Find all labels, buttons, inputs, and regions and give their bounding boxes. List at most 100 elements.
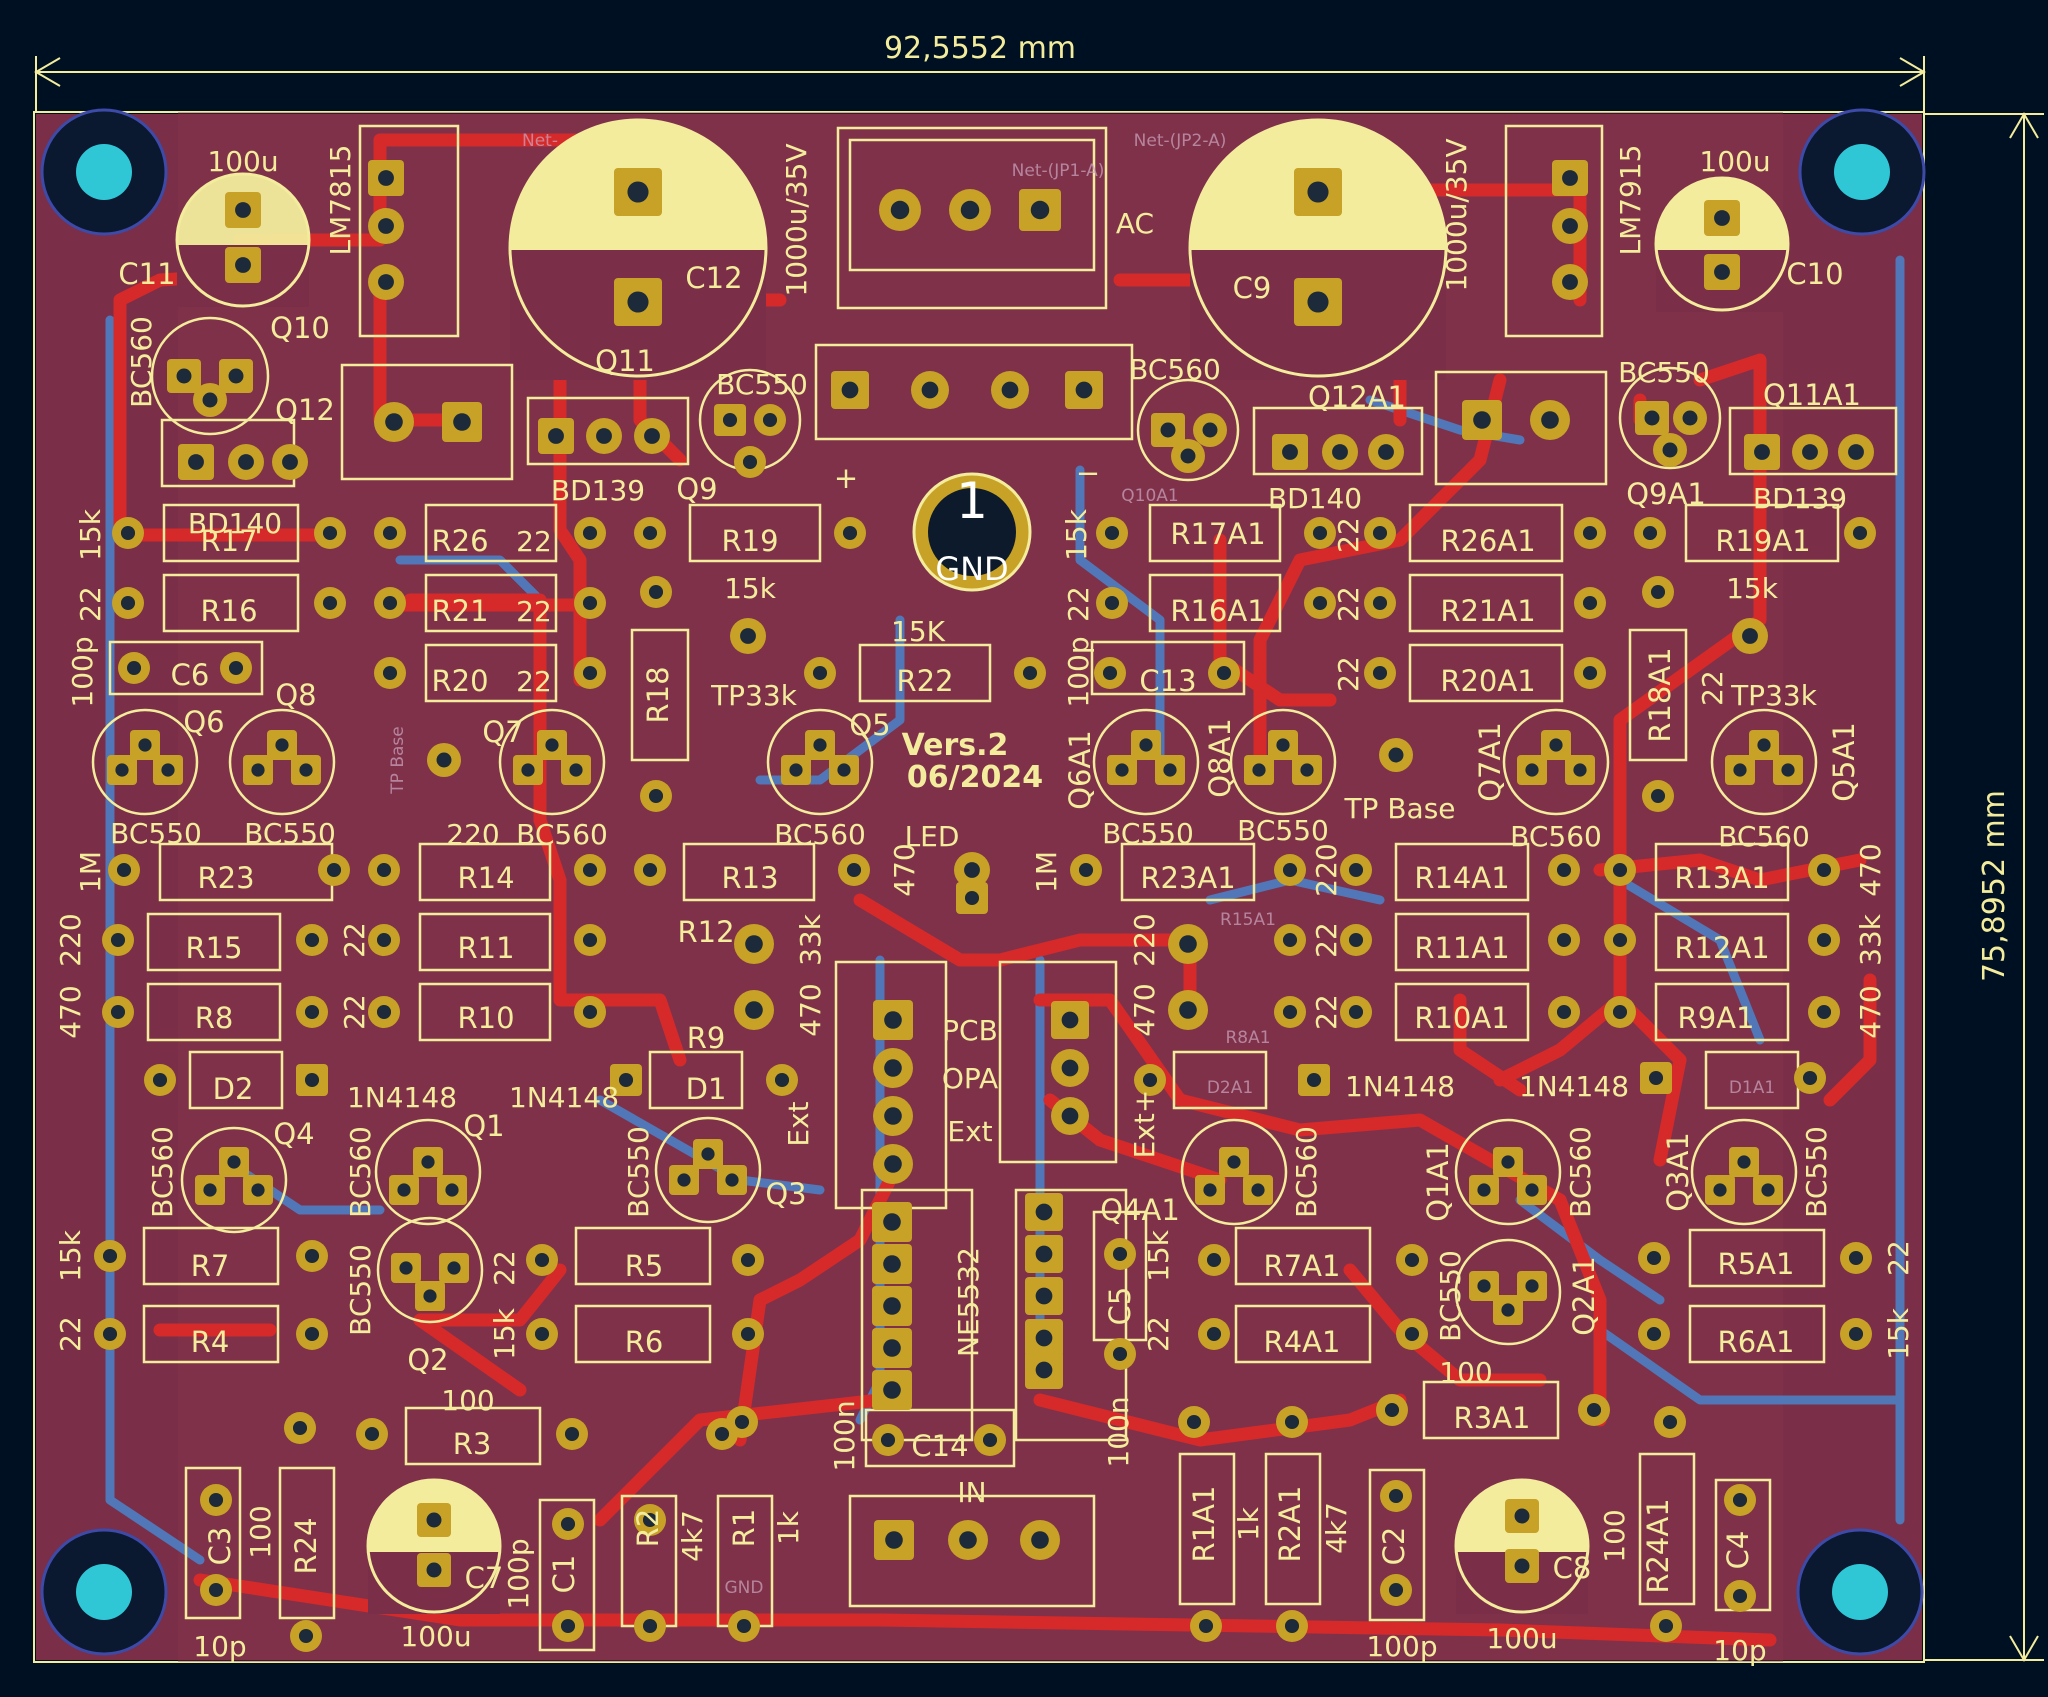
drill-hole [1650, 788, 1666, 804]
silk-label-c1: C1 [547, 1555, 581, 1594]
drill-hole [1473, 411, 1491, 429]
drill-hole [745, 935, 763, 953]
drill-hole [1525, 1183, 1539, 1197]
silk-label-r23: R23 [197, 861, 254, 895]
silk-label-r4: R4 [191, 1325, 230, 1359]
component-pads [94, 160, 1876, 1652]
silk-label-bc560-q5a1: BC560 [1718, 820, 1810, 853]
drill-hole [1556, 932, 1572, 948]
drill-hole [1388, 1488, 1404, 1504]
silk-label-c6: C6 [171, 658, 210, 692]
silk-label-v22-a: 22 [74, 586, 107, 622]
width-dimension-label: 92,5552 mm [884, 31, 1076, 66]
silk-label-r12a1: R12A1 [1674, 931, 1769, 965]
drill-hole [102, 1248, 118, 1264]
silk-label-q4a1: Q4A1 [1100, 1193, 1180, 1227]
drill-hole [1300, 763, 1314, 777]
drill-hole [152, 1072, 168, 1088]
drill-hole [842, 525, 858, 541]
drill-hole [376, 932, 392, 948]
silk-label-r11a1: R11A1 [1414, 931, 1509, 965]
silk-label-v4k7-a: 4k7 [676, 1510, 709, 1562]
silk-label-r13a1: R13A1 [1674, 861, 1769, 895]
silk-label-r18: R18 [641, 666, 675, 723]
drill-hole [1035, 1329, 1053, 1347]
drill-hole [1541, 411, 1559, 429]
silk-label-v15k-a: 15k [74, 508, 107, 561]
silk-label-minus: − [1076, 456, 1100, 490]
height-dimension-label: 75,8952 mm [1977, 790, 2012, 982]
mount-hole-tr [1798, 108, 1926, 236]
silk-label-v220-a: 220 [446, 818, 499, 851]
drill-hole [304, 1326, 320, 1342]
drill-hole [883, 1381, 901, 1399]
silk-label-d1a1: D1A1 [1729, 1078, 1775, 1098]
silk-label-bc560-q1a1: BC560 [1564, 1126, 1597, 1218]
silk-label-q7: Q7 [482, 715, 523, 749]
drill-hole [1179, 935, 1197, 953]
silk-label-r14a1: R14A1 [1414, 861, 1509, 895]
drill-hole [161, 763, 175, 777]
drill-hole [426, 1512, 442, 1528]
drill-hole [884, 1059, 902, 1077]
silk-label-r11: R11 [457, 931, 514, 965]
drill-hole [1501, 1155, 1515, 1169]
drill-hole [1642, 525, 1658, 541]
drill-hole [648, 788, 664, 804]
drill-hole [1312, 595, 1328, 611]
drill-hole [235, 257, 251, 273]
mount-hole-tl [40, 108, 168, 236]
drill-hole [1332, 444, 1348, 460]
drill-hole [1644, 410, 1660, 426]
silk-label-v22-d: 22 [516, 665, 552, 698]
drill-hole [1104, 595, 1120, 611]
drill-hole [385, 413, 403, 431]
silk-label-q4: Q4 [273, 1117, 314, 1151]
drill-hole [812, 665, 828, 681]
silk-label-v15k-e: 15k [54, 1229, 87, 1282]
silk-label-ac: AC [1116, 207, 1154, 240]
silk-label-r14: R14 [457, 861, 514, 895]
silk-label-ne5532: NE5532 [952, 1247, 985, 1357]
silk-label-q7a1: Q7A1 [1473, 722, 1507, 802]
drill-hole [1035, 1203, 1053, 1221]
drill-hole [582, 665, 598, 681]
silk-label-c11: C11 [118, 257, 175, 291]
drill-hole [1348, 862, 1364, 878]
silk-label-q5: Q5 [849, 708, 890, 742]
drill-hole [304, 1004, 320, 1020]
drill-hole [1781, 763, 1795, 777]
drill-hole [714, 1426, 730, 1442]
silk-label-q3a1: Q3A1 [1661, 1132, 1695, 1212]
drill-hole [618, 1072, 634, 1088]
drill-hole [1186, 1414, 1202, 1430]
drill-hole [304, 1072, 320, 1088]
drill-hole [326, 862, 342, 878]
silk-label-v100n-b: 100n [1102, 1396, 1135, 1467]
silk-label-in: IN [957, 1476, 986, 1509]
mounting-holes [40, 108, 1926, 1656]
silk-label-bc550-q6: BC550 [110, 817, 202, 850]
drill-hole [378, 274, 394, 290]
silk-label-r2: R2 [631, 1509, 665, 1548]
drill-hole [116, 862, 132, 878]
gnd-test-pad[interactable]: 1 GND [912, 472, 1032, 592]
drill-hole [1139, 738, 1153, 752]
silk-label-r7a1: R7A1 [1264, 1249, 1341, 1283]
drill-hole [1650, 584, 1666, 600]
drill-hole [1102, 665, 1118, 681]
drill-hole [964, 890, 980, 906]
gnd-pad-label: GND [935, 550, 1008, 588]
silk-label-v15K: 15K [891, 615, 946, 648]
drill-hole [304, 932, 320, 948]
silk-label-bc560-q1: BC560 [344, 1126, 377, 1218]
silk-label-v100n-a: 100n [828, 1400, 861, 1471]
silk-label-bc550-q3a1: BC550 [1800, 1126, 1833, 1218]
drill-hole [1582, 595, 1598, 611]
silk-label-v22-e: 22 [1062, 586, 1095, 622]
silk-label-bd139: BD139 [551, 474, 645, 507]
drill-hole [1514, 1508, 1530, 1524]
